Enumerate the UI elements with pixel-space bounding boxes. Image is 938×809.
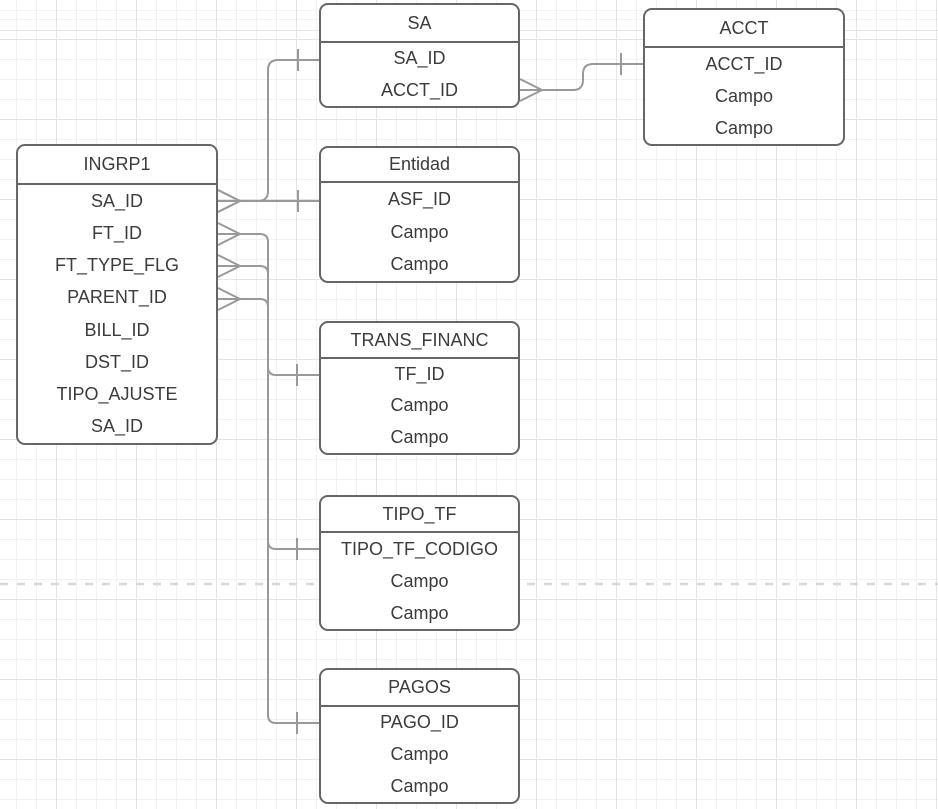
field-row-ingrp1[interactable]: TIPO_AJUSTE (56, 384, 178, 405)
crow-foot-many-marker (519, 78, 543, 102)
field-row-trans-financ[interactable]: Campo (390, 426, 449, 447)
entity-title[interactable]: TIPO_TF (321, 497, 518, 533)
relationship-line[interactable] (520, 63, 643, 91)
crow-foot-many-marker (217, 222, 241, 246)
entity-table-sa[interactable]: SA SA_ID ACCT_ID (319, 3, 520, 108)
edge-ingrp1-sa-id-to-sa-sa-id (217, 49, 319, 213)
field-row-trans-financ[interactable]: TF_ID (394, 364, 445, 385)
field-row-pagos[interactable]: PAGO_ID (380, 712, 459, 733)
field-row-acct[interactable]: ACCT_ID (705, 53, 783, 74)
crow-foot-many-marker (217, 254, 241, 278)
edge-sa-acct-id-to-acct-acct-id (519, 53, 643, 102)
entity-title[interactable]: Entidad (321, 148, 518, 183)
field-row-pagos[interactable]: Campo (390, 744, 449, 764)
field-row-pagos[interactable]: Campo (390, 775, 449, 796)
field-row-ingrp1[interactable]: DST_ID (84, 351, 149, 372)
field-row-ingrp1[interactable]: FT_TYPE_FLG (54, 255, 180, 276)
field-row-ingrp1[interactable]: FT_ID (91, 222, 142, 243)
field-row-acct[interactable]: Campo (714, 117, 774, 138)
entity-title[interactable]: ACCT (645, 10, 843, 48)
field-row-ingrp1[interactable]: SA_ID (90, 190, 144, 211)
field-row-ingrp1[interactable]: SA_ID (90, 416, 144, 437)
field-row-tipo-tf[interactable]: TIPO_TF_CODIGO (340, 538, 499, 559)
field-row-sa[interactable]: SA_ID (393, 48, 446, 69)
edge-ingrp1-sa-id-to-entidad-asf-id (217, 189, 319, 213)
entity-field-list: SA_ID FT_ID FT_TYPE_FLG PARENT_ID BILL_ID DST… (18, 185, 216, 443)
field-row-tipo-tf[interactable]: Campo (390, 602, 449, 623)
entity-field-list: SA_ID ACCT_ID (321, 43, 518, 106)
field-row-acct[interactable]: Campo (714, 85, 774, 106)
field-row-trans-financ[interactable]: Campo (390, 395, 449, 416)
field-row-entidad[interactable]: ASF_ID (387, 188, 452, 209)
field-row-ingrp1[interactable]: PARENT_ID (67, 287, 167, 308)
field-row-sa[interactable]: ACCT_ID (380, 79, 458, 100)
entity-title[interactable]: TRANS_FINANC (321, 323, 518, 359)
crow-foot-many-marker (217, 287, 241, 311)
crow-foot-many-marker (217, 189, 241, 213)
entity-title[interactable]: INGRP1 (18, 146, 216, 185)
field-row-entidad[interactable]: Campo (390, 254, 449, 275)
entity-table-ingrp1[interactable]: INGRP1 SA_ID FT_ID FT_TYPE_FLG PARENT_ID BIL… (16, 144, 218, 445)
relationship-line[interactable] (218, 59, 319, 202)
edge-ingrp1-parent-id-to-pagos-pago-id (217, 287, 319, 734)
entity-title[interactable]: PAGOS (321, 670, 518, 707)
entity-title[interactable]: SA (321, 5, 518, 43)
field-row-entidad[interactable]: Campo (390, 221, 449, 242)
field-row-ingrp1[interactable]: BILL_ID (84, 319, 150, 340)
relationship-line[interactable] (218, 298, 319, 724)
field-row-tipo-tf[interactable]: Campo (390, 570, 449, 591)
